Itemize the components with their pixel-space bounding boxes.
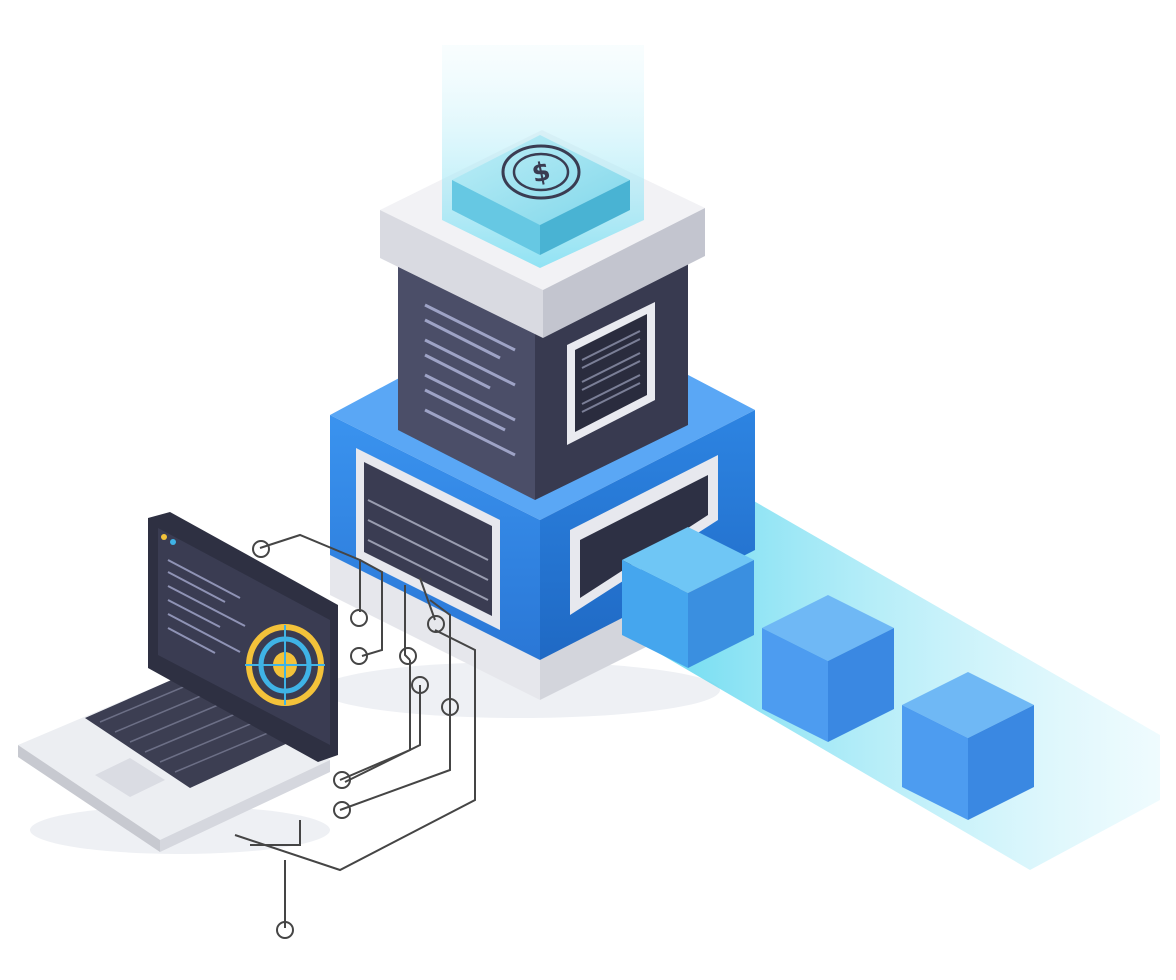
data-block-icon xyxy=(762,595,894,742)
base-right-opening xyxy=(570,455,718,615)
gauge-icon xyxy=(245,624,325,706)
dollar-coin-icon: $ xyxy=(501,144,581,200)
data-block-icon xyxy=(622,527,754,668)
dollar-coin-chip: $ xyxy=(452,135,630,255)
data-block-icon xyxy=(902,672,1034,820)
currency-symbol: $ xyxy=(529,156,553,189)
laptop-touchpad xyxy=(95,758,165,797)
laptop-icon xyxy=(18,512,338,852)
circuit-icon xyxy=(234,533,476,939)
base-left-opening xyxy=(356,448,500,630)
laptop-code-lines xyxy=(167,559,246,654)
server-tower xyxy=(398,250,688,500)
server-code-lines xyxy=(424,303,516,457)
laptop-keyboard xyxy=(85,674,290,788)
server-rack-icon xyxy=(567,302,655,445)
